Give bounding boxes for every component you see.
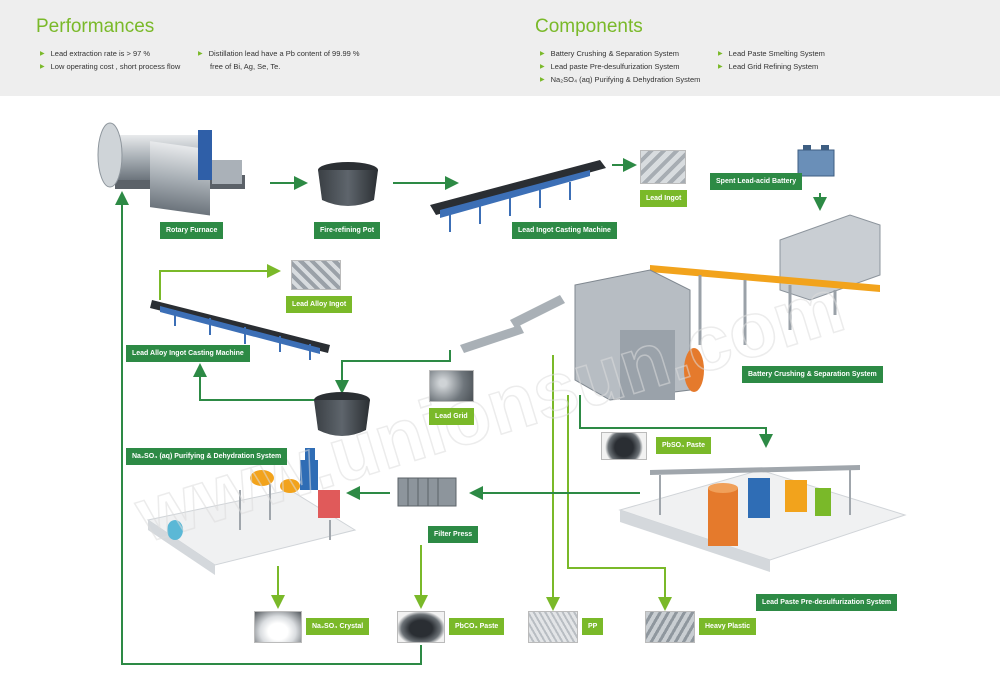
flow-arrows bbox=[115, 158, 827, 665]
battery-crushing-system-label: Battery Crushing & Separation System bbox=[742, 366, 883, 383]
component-item: Battery Crushing & Separation System bbox=[540, 49, 679, 58]
header-band bbox=[0, 0, 1000, 96]
lead-ingot-casting-machine-label: Lead Ingot Casting Machine bbox=[512, 222, 617, 239]
lead-alloy-ingot-label: Lead Alloy Ingot bbox=[286, 296, 353, 313]
na2so4-system-label: Na₂SO₄ (aq) Purifying & Dehydration Syst… bbox=[126, 448, 288, 465]
performance-item: Lead extraction rate is > 97 % bbox=[40, 49, 150, 58]
component-item: Lead Grid Refining System bbox=[718, 62, 819, 71]
component-item: Na₂SO₄ (aq) Purifying & Dehydration Syst… bbox=[540, 75, 701, 84]
pbso4-paste-thumbnail bbox=[601, 432, 647, 460]
rotary-furnace-label: Rotary Furnace bbox=[160, 222, 224, 239]
components-title: Components bbox=[535, 16, 643, 37]
pp-label: PP bbox=[582, 618, 604, 635]
performance-item: Distillation lead have a Pb content of 9… bbox=[198, 49, 360, 58]
alloy-refining-pot-illustration bbox=[314, 392, 370, 436]
fire-refining-pot-illustration bbox=[318, 162, 378, 206]
pbco3-paste-thumbnail bbox=[397, 611, 445, 643]
rotary-furnace-illustration bbox=[97, 122, 245, 216]
heavy-plastic-label: Heavy Plastic bbox=[699, 618, 757, 635]
lead-grid-thumbnail bbox=[429, 370, 474, 402]
lead-alloy-casting-machine-illustration bbox=[150, 300, 330, 360]
spent-battery-illustration bbox=[797, 145, 835, 177]
lead-grid-label: Lead Grid bbox=[429, 408, 474, 425]
pbco3-paste-label: PbCO₃ Paste bbox=[449, 618, 505, 635]
lead-ingot-thumbnail bbox=[640, 150, 686, 184]
performance-item-continued: free of Bi, Ag, Se, Te. bbox=[210, 62, 281, 71]
pp-thumbnail bbox=[528, 611, 578, 643]
battery-crushing-system-illustration bbox=[460, 214, 881, 401]
pre-desulfurization-system-label: Lead Paste Pre-desulfurization System bbox=[756, 594, 898, 611]
na2so4-system-illustration bbox=[146, 448, 357, 575]
lead-alloy-ingot-thumbnail bbox=[291, 260, 341, 290]
component-item: Lead Paste Smelting System bbox=[718, 49, 825, 58]
performances-title: Performances bbox=[36, 16, 155, 37]
heavy-plastic-thumbnail bbox=[645, 611, 695, 643]
component-item: Lead paste Pre-desulfurization System bbox=[540, 62, 680, 71]
pbso4-paste-label: PbSO₄ Paste bbox=[656, 437, 712, 454]
lead-ingot-casting-machine-illustration bbox=[430, 160, 606, 232]
filter-press-illustration bbox=[397, 477, 457, 507]
spent-battery-label: Spent Lead-acid Battery bbox=[710, 173, 803, 190]
na2so4-crystal-label: Na₂SO₄ Crystal bbox=[306, 618, 370, 635]
lead-alloy-casting-machine-label: Lead Alloy Ingot Casting Machine bbox=[126, 345, 250, 362]
filter-press-label: Filter Press bbox=[428, 526, 479, 543]
performance-item: Low operating cost , short process flow bbox=[40, 62, 181, 71]
fire-refining-pot-label: Fire-refining Pot bbox=[314, 222, 381, 239]
na2so4-crystal-thumbnail bbox=[254, 611, 302, 643]
lead-ingot-label: Lead Ingot bbox=[640, 190, 688, 207]
pre-desulfurization-system-illustration bbox=[618, 465, 907, 572]
